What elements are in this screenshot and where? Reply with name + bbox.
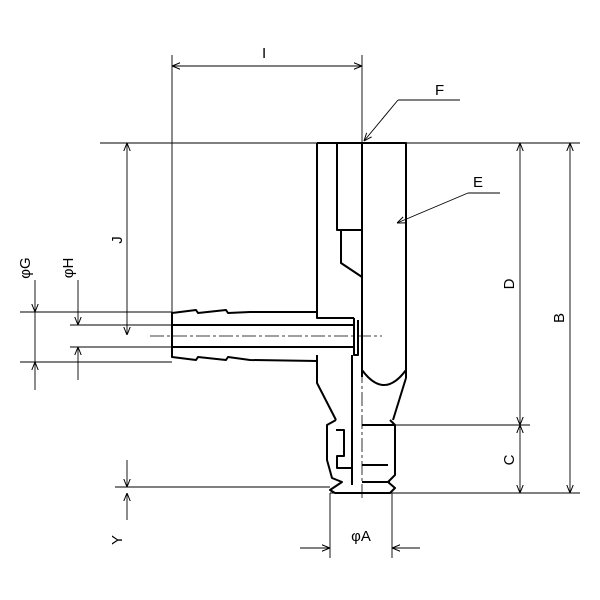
- ejector-body: [171, 142, 407, 494]
- label-phiG: φG: [17, 257, 34, 278]
- extension-lines: [20, 55, 580, 558]
- label-C: C: [501, 454, 518, 465]
- label-D: D: [501, 278, 518, 289]
- label-I: I: [262, 45, 266, 62]
- label-F: F: [435, 82, 444, 99]
- label-J: J: [109, 236, 126, 244]
- center-lines: [150, 300, 382, 500]
- label-phiA: φA: [351, 528, 371, 545]
- label-phiH: φH: [60, 258, 77, 279]
- dimension-lines: [35, 66, 570, 548]
- label-Y: Y: [109, 535, 126, 545]
- label-E: E: [473, 174, 483, 191]
- label-B: B: [551, 313, 568, 323]
